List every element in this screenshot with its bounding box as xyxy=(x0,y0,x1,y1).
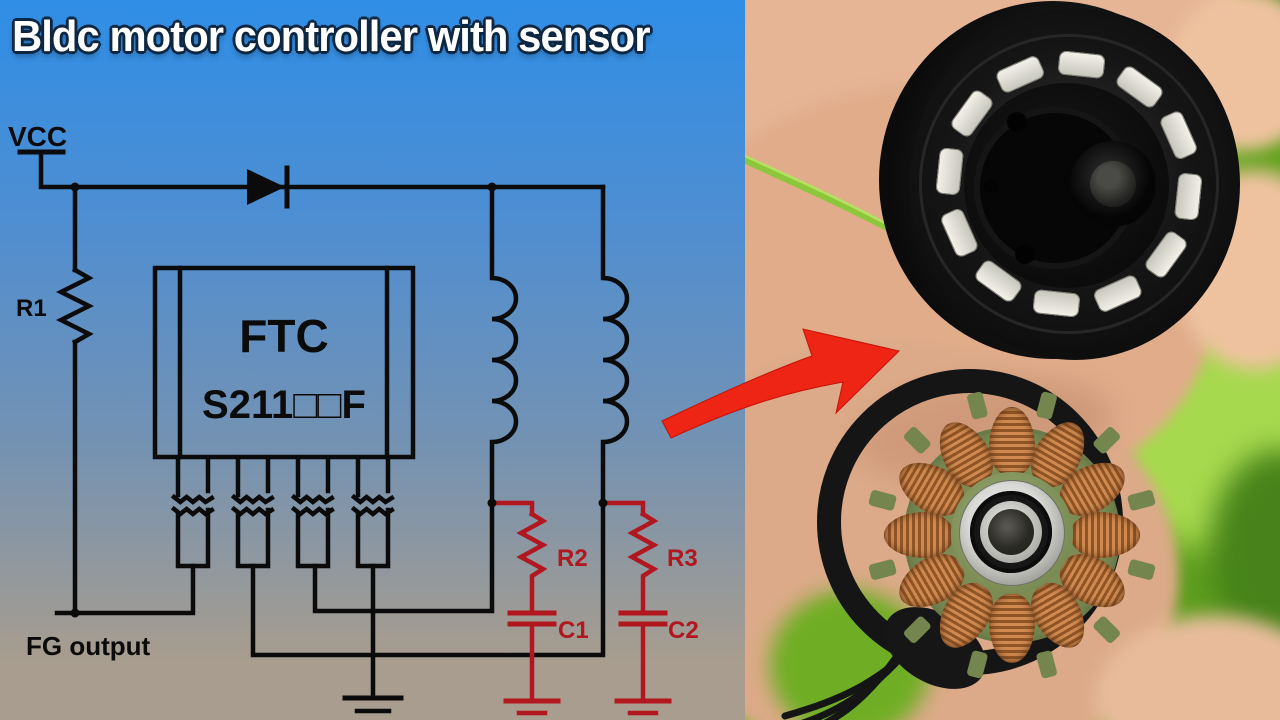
junction-dots xyxy=(70,182,608,618)
c2-label: C2 xyxy=(668,617,699,644)
photo-panel xyxy=(745,0,1280,720)
fg-output-label: FG output xyxy=(26,631,151,661)
video-title: Bldc motor controller with sensor xyxy=(12,12,650,61)
ic-pin-connector xyxy=(355,507,391,569)
rotor-magnet xyxy=(1032,289,1081,318)
ic-pin-connector xyxy=(295,507,331,569)
bearing-bore xyxy=(988,509,1034,555)
rotor-rim-groove xyxy=(919,34,1219,334)
rotor-vent-hole xyxy=(1015,244,1035,264)
rotor-magnet xyxy=(1174,172,1203,221)
ic-part-number: S211□□F xyxy=(202,383,366,427)
ic-pin-connector xyxy=(230,505,275,517)
r3-label: R3 xyxy=(667,545,698,572)
rotor-vent-hole xyxy=(1007,112,1027,132)
diode-symbol xyxy=(247,165,290,209)
ic-pin-connector xyxy=(350,493,395,505)
ic-name-line1: FTC xyxy=(239,310,328,362)
r2-label: R2 xyxy=(557,545,588,572)
ic-pin-connector xyxy=(290,505,335,517)
c1-label: C1 xyxy=(558,617,589,644)
rotor-magnet xyxy=(1057,50,1106,79)
resistor-r1-symbol xyxy=(55,184,95,616)
ic-pin-connector xyxy=(230,493,275,505)
ic-body xyxy=(152,265,416,460)
ic-pin-connector xyxy=(170,493,215,505)
circuit-svg: VCC R1 FG output FTC S211□□F R2 R3 C1 C2 xyxy=(8,121,699,716)
coil-right-symbol xyxy=(250,184,630,658)
rotor-vent-hole xyxy=(984,179,998,193)
ground-symbol-main xyxy=(342,563,404,714)
vcc-symbol xyxy=(17,149,606,190)
fg-output-wire xyxy=(54,563,196,616)
ic-pin-connector xyxy=(235,507,271,569)
rotor-magnet xyxy=(935,147,964,196)
vcc-label: VCC xyxy=(8,121,67,152)
ic-pin-connector xyxy=(290,493,335,505)
stator-coil xyxy=(1070,512,1140,558)
ic-pin-connector xyxy=(175,507,211,569)
ic-pin-connector xyxy=(350,505,395,517)
coil-left-symbol xyxy=(312,184,519,614)
ic-pin-connector xyxy=(170,505,215,517)
schematic-panel: Bldc motor controller with sensor xyxy=(0,0,745,720)
rc-filter-2 xyxy=(600,500,672,716)
rc-filter-1 xyxy=(489,500,561,716)
ic-pin-connectors xyxy=(170,455,395,569)
rotor-shaft-hole xyxy=(1090,161,1136,207)
r1-label: R1 xyxy=(16,295,47,322)
